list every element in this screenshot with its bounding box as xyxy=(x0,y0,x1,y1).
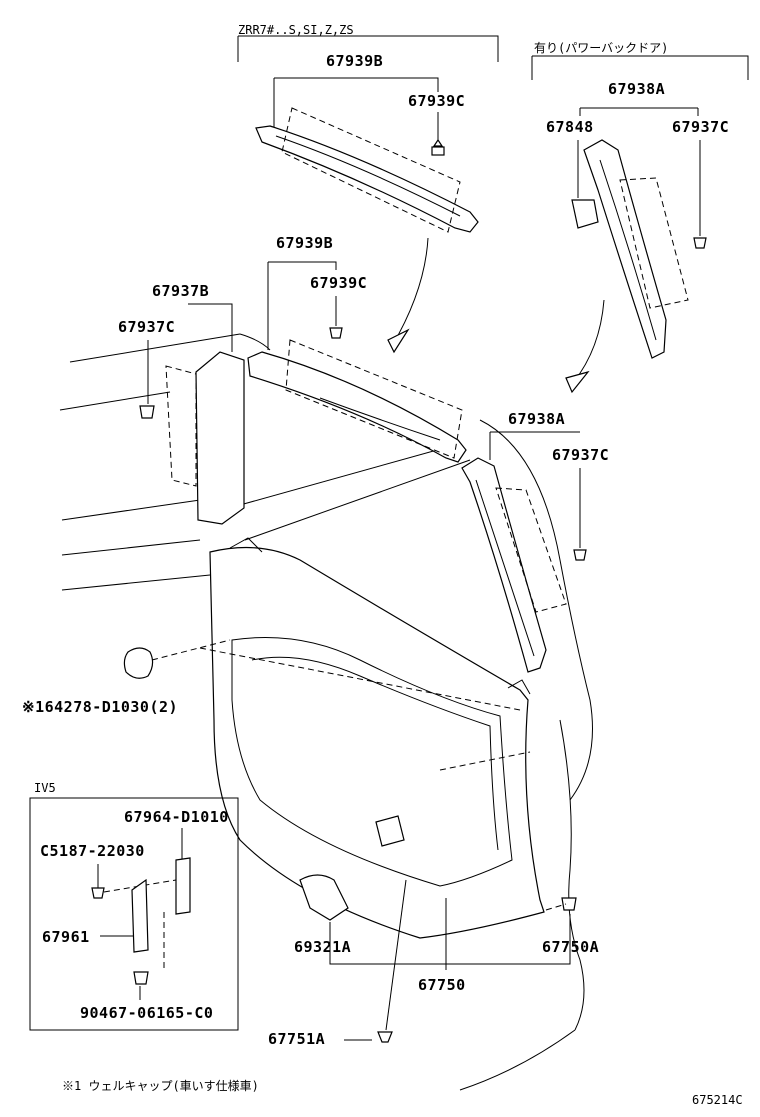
label-C5187-22030: C5187-22030 xyxy=(40,842,145,860)
label-67964-D1010: 67964-D1010 xyxy=(124,808,229,826)
clip-67937C-mid xyxy=(573,549,587,561)
label-67750A: 67750A xyxy=(542,938,599,956)
clip-C5187-22030 xyxy=(91,887,105,899)
label-67937C-left: 67937C xyxy=(118,318,175,336)
diagram-code: 675214C xyxy=(692,1093,743,1107)
garnish-67939B-mid xyxy=(247,351,467,463)
variant-power-door-label: 有り(パワーバックドア) xyxy=(534,41,668,55)
arrow-top-left xyxy=(387,328,410,354)
label-67939C-mid: 67939C xyxy=(310,274,367,292)
pillar-garnish-67937B xyxy=(195,351,245,525)
label-67938A-top: 67938A xyxy=(608,80,665,98)
part-67848 xyxy=(571,199,599,229)
label-64278-D1030: ※164278-D1030(2) xyxy=(22,698,178,716)
garnish-67938A-top xyxy=(583,139,667,359)
variant-zrr7-label: ZRR7#..S,SI,Z,ZS xyxy=(238,23,354,37)
label-67937C-mid: 67937C xyxy=(552,446,609,464)
trim-board xyxy=(209,546,545,939)
label-90467-06165-C0: 90467-06165-C0 xyxy=(80,1004,213,1022)
label-67937B: 67937B xyxy=(152,282,209,300)
clip-67750A xyxy=(561,897,577,911)
label-67939C-top: 67939C xyxy=(408,92,465,110)
variant-power-door-group: 有り(パワーバックドア) 67938A 67848 67937C xyxy=(531,41,749,394)
back-door-trim-67750: ※164278-D1030(2) 69321A 67750A 67750 677… xyxy=(22,537,599,1048)
iv5-inset: IV5 67964-D1010 C5187-22030 67961 90467-… xyxy=(29,781,239,1031)
variant-zrr7-group: ZRR7#..S,SI,Z,ZS 67939B 67939C xyxy=(237,23,499,354)
label-67848: 67848 xyxy=(546,118,594,136)
label-67751A: 67751A xyxy=(268,1030,325,1048)
clip-90467-06165 xyxy=(133,971,149,985)
handle-pocket xyxy=(375,815,405,847)
door-upper-group: 67939B 67939C 67937B 67937C xyxy=(118,234,467,525)
label-67938A-mid: 67938A xyxy=(508,410,565,428)
door-right-group: 67938A 67937C xyxy=(461,410,609,673)
cap-64278-D1030 xyxy=(123,647,154,679)
label-67961: 67961 xyxy=(42,928,90,946)
label-67750: 67750 xyxy=(418,976,466,994)
label-67939B-top: 67939B xyxy=(326,52,383,70)
arrow-top-right xyxy=(565,370,590,394)
garnish-67939B-top xyxy=(255,125,479,233)
cover-69321A xyxy=(299,874,349,921)
label-69321A: 69321A xyxy=(294,938,351,956)
part-67964-D1010 xyxy=(175,857,191,915)
footnote: ※1 ウェルキャップ(車いす仕様車) xyxy=(62,1079,259,1093)
clip-67937C-left xyxy=(139,405,155,419)
iv5-frame xyxy=(29,797,239,1031)
part-67961 xyxy=(131,878,149,953)
clip-67937C-top xyxy=(693,237,707,249)
screw-67751A xyxy=(377,1031,393,1043)
label-67939B-mid: 67939B xyxy=(276,234,333,252)
clip-67939C-top xyxy=(432,138,444,147)
clip-base-top xyxy=(431,146,445,156)
clip-67939C-mid xyxy=(329,327,343,339)
iv5-label: IV5 xyxy=(34,781,56,795)
label-67937C-top: 67937C xyxy=(672,118,729,136)
